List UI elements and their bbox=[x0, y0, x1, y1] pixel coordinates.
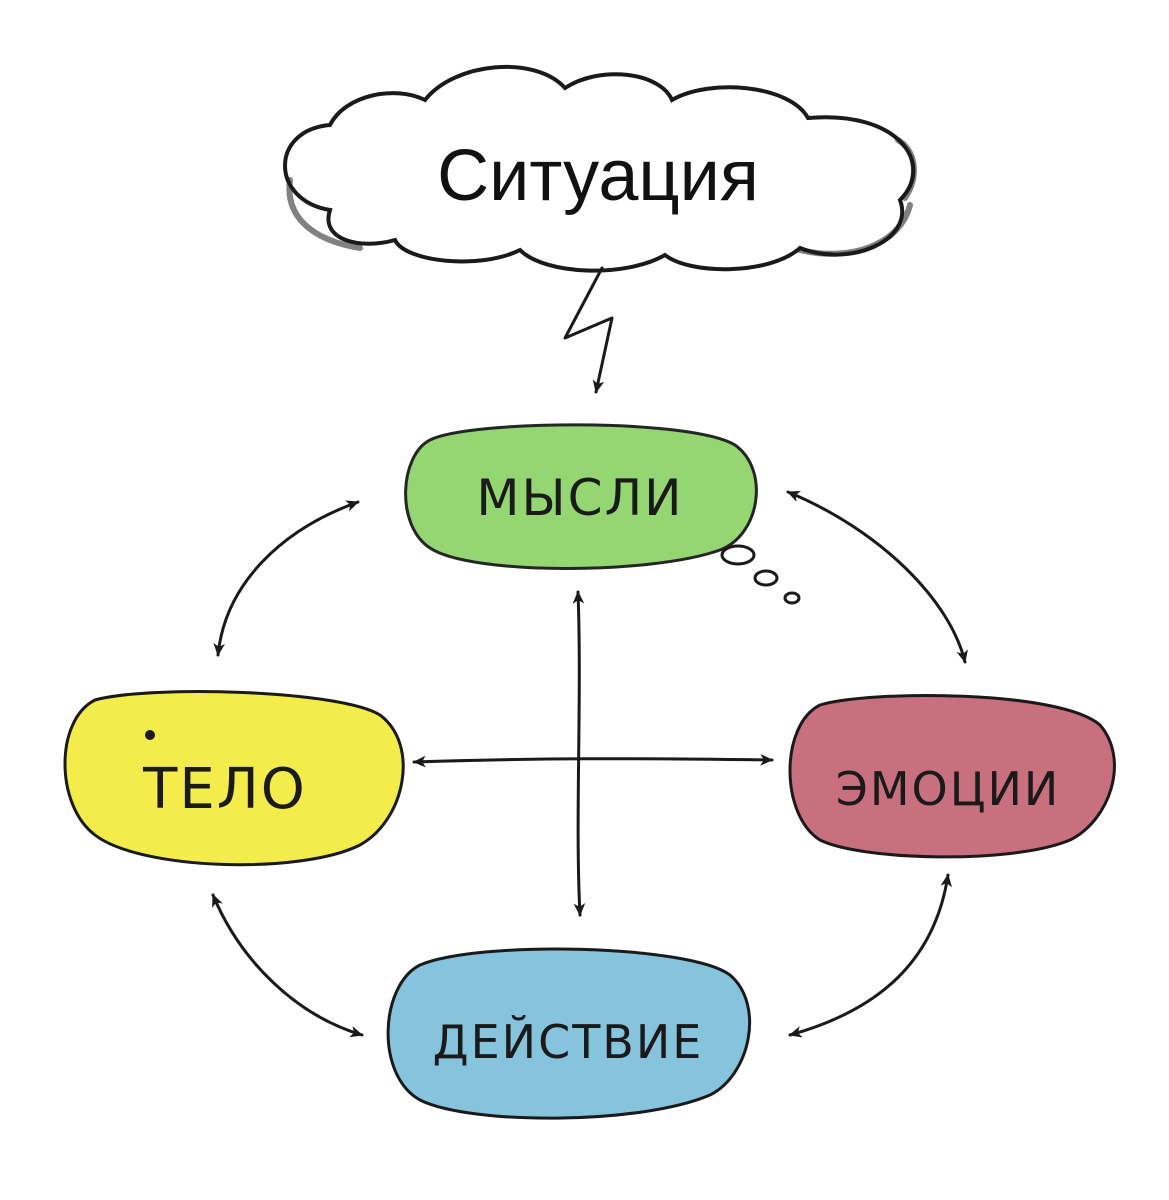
situation-label: Ситуация bbox=[437, 136, 759, 216]
action-node: ДЕЙСТВИЕ bbox=[386, 947, 752, 1120]
thoughts-node: МЫСЛИ bbox=[404, 423, 801, 605]
action-label: ДЕЙСТВИЕ bbox=[433, 1015, 704, 1069]
body-figure-head bbox=[145, 730, 155, 740]
emotions-label: ЭМОЦИИ bbox=[836, 762, 1061, 816]
emotions-node: ЭМОЦИИ bbox=[788, 693, 1116, 859]
cloud-shadow bbox=[286, 137, 917, 257]
arrow-emotions-action bbox=[788, 873, 952, 1038]
body-node: ТЕЛО bbox=[63, 690, 405, 867]
arrow-thoughts-action bbox=[572, 590, 586, 917]
arrow-thoughts-emotions bbox=[786, 490, 968, 664]
thought-bubble-2 bbox=[753, 569, 779, 587]
arrow-body-action bbox=[211, 893, 364, 1038]
action-blob bbox=[386, 947, 752, 1120]
lightning-arrow bbox=[563, 266, 614, 394]
body-label: ТЕЛО bbox=[142, 757, 307, 822]
thought-bubble-3 bbox=[783, 591, 801, 605]
thoughts-blob bbox=[404, 423, 758, 570]
situation-cloud: Ситуация bbox=[283, 64, 917, 273]
emotions-blob bbox=[788, 693, 1116, 859]
arrow-body-emotions bbox=[412, 753, 774, 768]
thoughts-label: МЫСЛИ bbox=[476, 469, 683, 527]
arrow-thoughts-body bbox=[213, 500, 360, 657]
thought-bubble-1 bbox=[720, 544, 756, 566]
